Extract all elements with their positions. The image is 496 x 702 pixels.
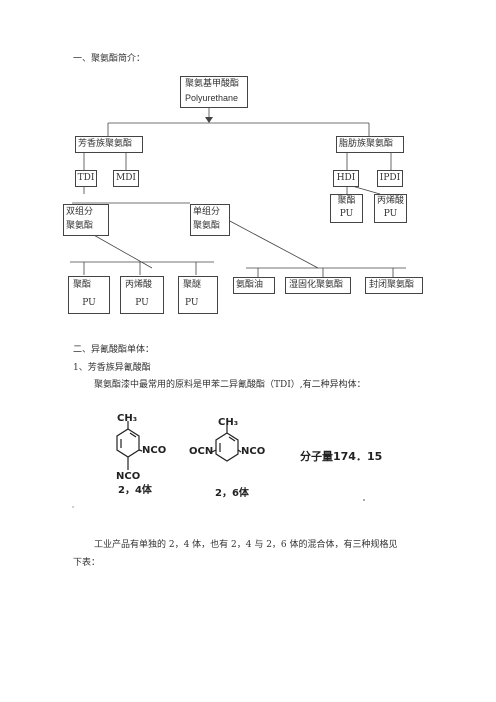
one-component-line2: 聚氨酯 [193, 221, 221, 231]
ipdi-label: IPDI [379, 173, 401, 183]
aromatic-node: 芳香族聚氨酯 [75, 136, 143, 153]
leaf-urethane-oil: 氨酯油 [233, 277, 275, 294]
leaf-acrylic-line2: PU [135, 298, 149, 308]
nco-26-right: NCO [241, 446, 266, 457]
leaf-urethane-oil-label: 氨酯油 [236, 280, 264, 290]
one-component-line1: 单组分 [193, 207, 221, 217]
leaf-polyester-line2: PU [82, 298, 96, 308]
tdi-node: TDI [75, 170, 97, 187]
two-component-line1: 双组分 [66, 207, 94, 217]
leaf-moisture-cure-label: 湿固化聚氨酯 [289, 280, 344, 290]
nco-24-bottom: NCO [116, 471, 141, 482]
nco-24-right: NCO [142, 445, 167, 456]
root-node: 聚氨基甲酸酯 Polyurethane [180, 76, 248, 108]
root-label-en: Polyurethane [185, 93, 239, 103]
hdi-acrylic-line1: 丙烯酸 [376, 196, 404, 206]
leaf-acrylic: 丙烯酸 PU [120, 276, 164, 314]
hdi-acrylic-line2: PU [383, 209, 398, 219]
speck-dot [363, 499, 365, 501]
hdi-polyester-line1: 聚酯 [337, 196, 356, 206]
section1-heading: 一、聚氨酯简介： [73, 54, 146, 64]
two-component-line2: 聚氨酯 [66, 221, 94, 231]
hdi-acrylic-node: 丙烯酸 PU [374, 194, 407, 223]
leaf-polyether-line1: 聚醚 [183, 280, 202, 290]
hdi-node: HDI [333, 170, 359, 187]
hdi-label: HDI [336, 173, 356, 183]
ch3-26: CH₃ [218, 417, 239, 428]
mdi-node: MDI [113, 170, 139, 187]
section2-paragraph: 聚氨酯漆中最常用的原料是甲苯二异氰酸酯（TDI）,有二种异构体： [94, 380, 366, 390]
ocn-26-left: OCN [189, 446, 214, 457]
leaf-polyether: 聚醚 PU [178, 276, 218, 314]
caption-24: 2，4体 [118, 485, 152, 496]
one-component-node: 单组分 聚氨酯 [190, 204, 230, 236]
mdi-label: MDI [116, 173, 136, 183]
tdi-label: TDI [77, 173, 95, 183]
industrial-paragraph-line1: 工业产品有单独的 2，4 体，也有 2，4 与 2，6 体的混合体，有三种规格见 [94, 540, 398, 550]
root-label-zh: 聚氨基甲酸酯 [185, 79, 240, 89]
aromatic-label: 芳香族聚氨酯 [78, 139, 133, 149]
molecular-weight: 分子量174．15 [300, 450, 383, 463]
hdi-polyester-line2: PU [339, 209, 354, 219]
industrial-paragraph-line2: 下表： [73, 558, 101, 568]
leaf-polyester: 聚酯 PU [68, 276, 110, 314]
speck-dot [72, 506, 74, 508]
aliphatic-label: 脂肪族聚氨酯 [339, 139, 394, 149]
section2-heading: 二、异氰酸酯单体： [73, 345, 155, 355]
leaf-blocked-label: 封闭聚氨酯 [369, 280, 415, 290]
caption-26: 2，6体 [215, 488, 249, 499]
leaf-polyester-line1: 聚酯 [73, 280, 92, 290]
ch3-24: CH₃ [117, 413, 138, 424]
ipdi-node: IPDI [377, 170, 403, 187]
leaf-moisture-cure: 湿固化聚氨酯 [285, 277, 351, 294]
two-component-node: 双组分 聚氨酯 [63, 204, 109, 236]
section2-subheading: 1、芳香族异氰酸酯 [73, 363, 151, 373]
leaf-blocked: 封闭聚氨酯 [365, 277, 423, 294]
leaf-acrylic-line1: 丙烯酸 [125, 280, 153, 290]
aliphatic-node: 脂肪族聚氨酯 [336, 136, 404, 153]
hdi-polyester-node: 聚酯 PU [330, 194, 363, 223]
leaf-polyether-line2: PU [185, 298, 199, 308]
